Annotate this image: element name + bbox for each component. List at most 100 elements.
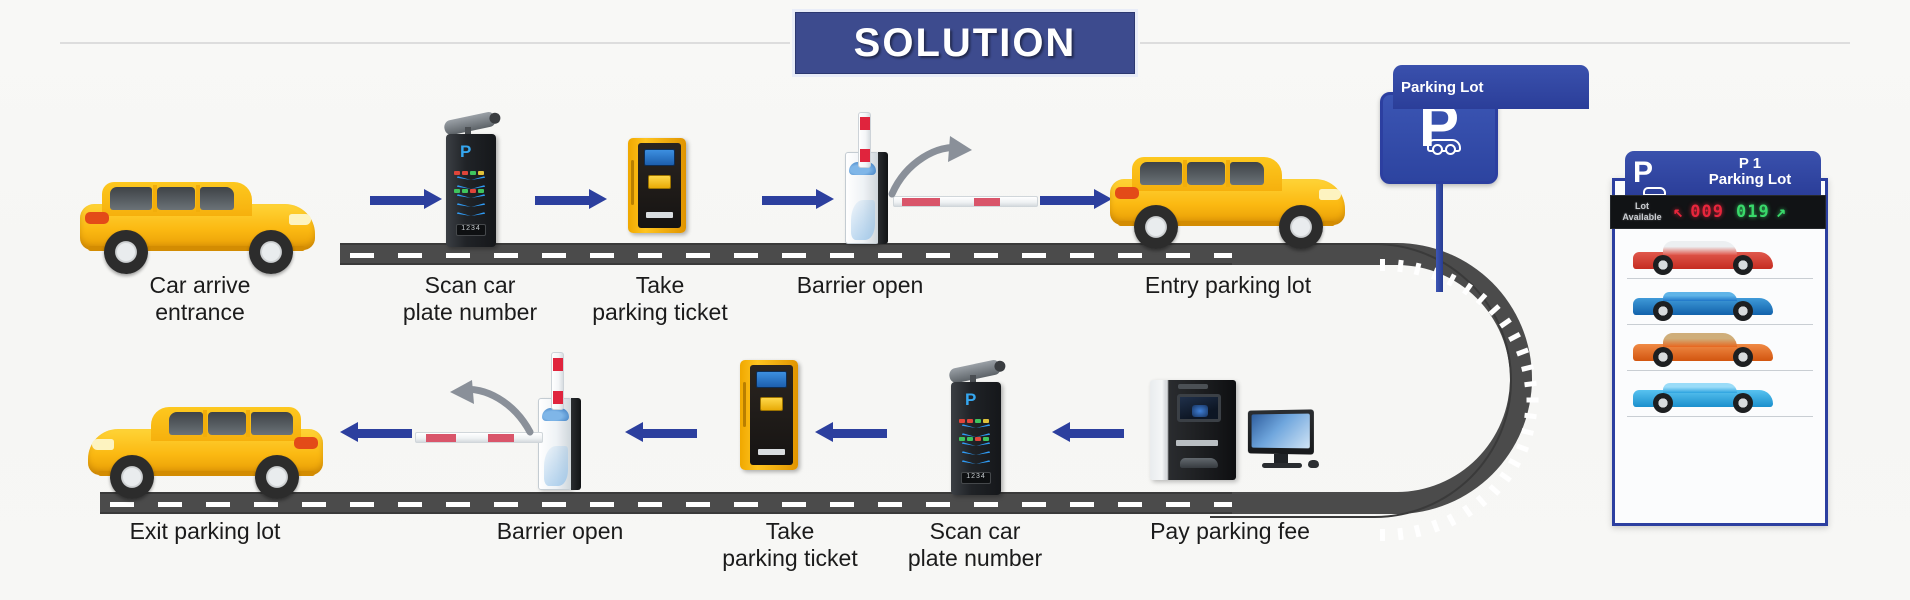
road-dash (686, 502, 710, 507)
flow-arrow-exit-1 (1052, 422, 1124, 442)
road-dash (638, 502, 662, 507)
barrier-boom-raised-entry (858, 112, 871, 168)
road-dash (1396, 527, 1404, 541)
step-label-entry-parking-lot: Entry parking lot (1108, 272, 1348, 299)
car-glyph-icon (1427, 139, 1461, 155)
step-label-exit-parking-lot: Exit parking lot (85, 518, 325, 545)
parking-sign-board: P Parking Lot (1380, 65, 1589, 184)
led-right-arrow-icon: ↗ (1775, 202, 1787, 222)
road-dash (1508, 332, 1522, 343)
road-dash (590, 502, 614, 507)
car-entry-parking-lot-icon (1110, 155, 1345, 249)
label-line-1: Take (765, 518, 815, 544)
road-dash (686, 253, 710, 258)
road-dash (206, 502, 230, 507)
road-dash (1022, 253, 1046, 258)
board-car-slot (1623, 373, 1817, 417)
board-car-slot (1623, 235, 1817, 279)
road-dash (1396, 259, 1404, 273)
availability-board: P P 1 Parking Lot Lot Available ↖ 009 01… (1610, 151, 1828, 526)
board-title-line-2: Parking Lot (1708, 171, 1792, 188)
led-left-arrow-icon: ↖ (1673, 202, 1685, 222)
flow-arrow-entry-1 (370, 189, 442, 209)
road-dash (350, 253, 374, 258)
label-line-1: Barrier open (496, 518, 624, 544)
board-car-slot (1623, 281, 1817, 325)
step-label-barrier-open-exit: Barrier open (440, 518, 680, 545)
road-dash (1499, 471, 1512, 483)
board-title-line-1: P 1 (1738, 155, 1762, 172)
road-dash (1475, 292, 1488, 306)
step-label-take-ticket-exit: Take parking ticket (670, 518, 910, 572)
payment-kiosk-icon (1150, 380, 1320, 480)
road-dash (974, 253, 998, 258)
mini-car-blue-convertible (1633, 287, 1773, 321)
board-p-letter: P (1633, 155, 1654, 189)
road-dash (926, 502, 950, 507)
road-dash (1022, 502, 1046, 507)
page-title: SOLUTION (853, 20, 1077, 65)
barrier-boom-lowered-entry (893, 196, 1038, 207)
header-rule-left (60, 42, 790, 44)
road-dash (1461, 504, 1473, 518)
step-label-car-arrive: Car arrive entrance (80, 272, 320, 326)
road-dash (782, 502, 806, 507)
flow-arrow-exit-3 (625, 422, 697, 442)
road-dash (1521, 428, 1535, 437)
road-dash (1214, 253, 1238, 258)
mini-car-cyan-sports (1633, 379, 1773, 413)
road-dash (1214, 502, 1238, 507)
road-dash (494, 502, 518, 507)
led-availability-display: Lot Available ↖ 009 019 ↗ (1610, 195, 1826, 229)
barrier-gate-entry-icon (845, 152, 889, 244)
label-line-1: Entry parking lot (1144, 272, 1312, 298)
road-dash (878, 253, 902, 258)
road-dash (926, 253, 950, 258)
label-line-1: Scan car (424, 272, 516, 298)
road-dash (782, 253, 806, 258)
road-dash (1166, 502, 1190, 507)
road-dash (1461, 282, 1473, 296)
label-line-2: entrance (155, 299, 245, 325)
road-entry-lane (340, 243, 1380, 265)
road-dash (1515, 443, 1529, 453)
road-dash (830, 253, 854, 258)
label-line-1: Scan car (929, 518, 1021, 544)
label-line-2: parking ticket (592, 299, 728, 325)
board-title: P 1 Parking Lot (1679, 156, 1821, 190)
road-dash (446, 253, 470, 258)
road-dash (1166, 253, 1190, 258)
road-dash (1508, 457, 1522, 468)
road-dash (1118, 253, 1142, 258)
step-label-barrier-open-entry: Barrier open (740, 272, 980, 299)
sign-pole (1436, 184, 1443, 292)
road-dash (302, 502, 326, 507)
road-dash (1526, 397, 1538, 403)
road-dash (110, 502, 134, 507)
ticket-dispenser-exit-icon (740, 360, 798, 470)
car-exit-parking-lot-icon (88, 405, 323, 499)
label-line-1: Car arrive (149, 272, 251, 298)
road-dash (1499, 317, 1512, 329)
flow-arrow-exit-4 (340, 422, 412, 442)
road-dash (350, 502, 374, 507)
road-dash (878, 502, 902, 507)
mini-car-orange-coupe (1633, 333, 1773, 367)
lpr-camera-exit-icon: P 1234 (945, 358, 1007, 495)
road-dash (1379, 529, 1385, 541)
road-exit-lane (100, 492, 1380, 514)
barrier-boom-lowered-exit (415, 432, 543, 443)
road-dash (398, 253, 422, 258)
step-label-scan-plate-entry: Scan car plate number (350, 272, 590, 326)
led-right-count: 019 (1735, 202, 1770, 222)
road-dash (1524, 413, 1538, 420)
road-dash (734, 253, 758, 258)
label-line-1: Exit parking lot (129, 518, 281, 544)
parking-lot-pole-sign: P Parking Lot (1380, 65, 1589, 292)
header-rule-right (1140, 42, 1850, 44)
board-car-glyph-icon (1643, 186, 1666, 196)
board-car-list (1623, 235, 1817, 515)
flow-arrow-entry-3 (762, 189, 834, 209)
road-dash (1118, 502, 1142, 507)
road-dash (1070, 253, 1094, 258)
